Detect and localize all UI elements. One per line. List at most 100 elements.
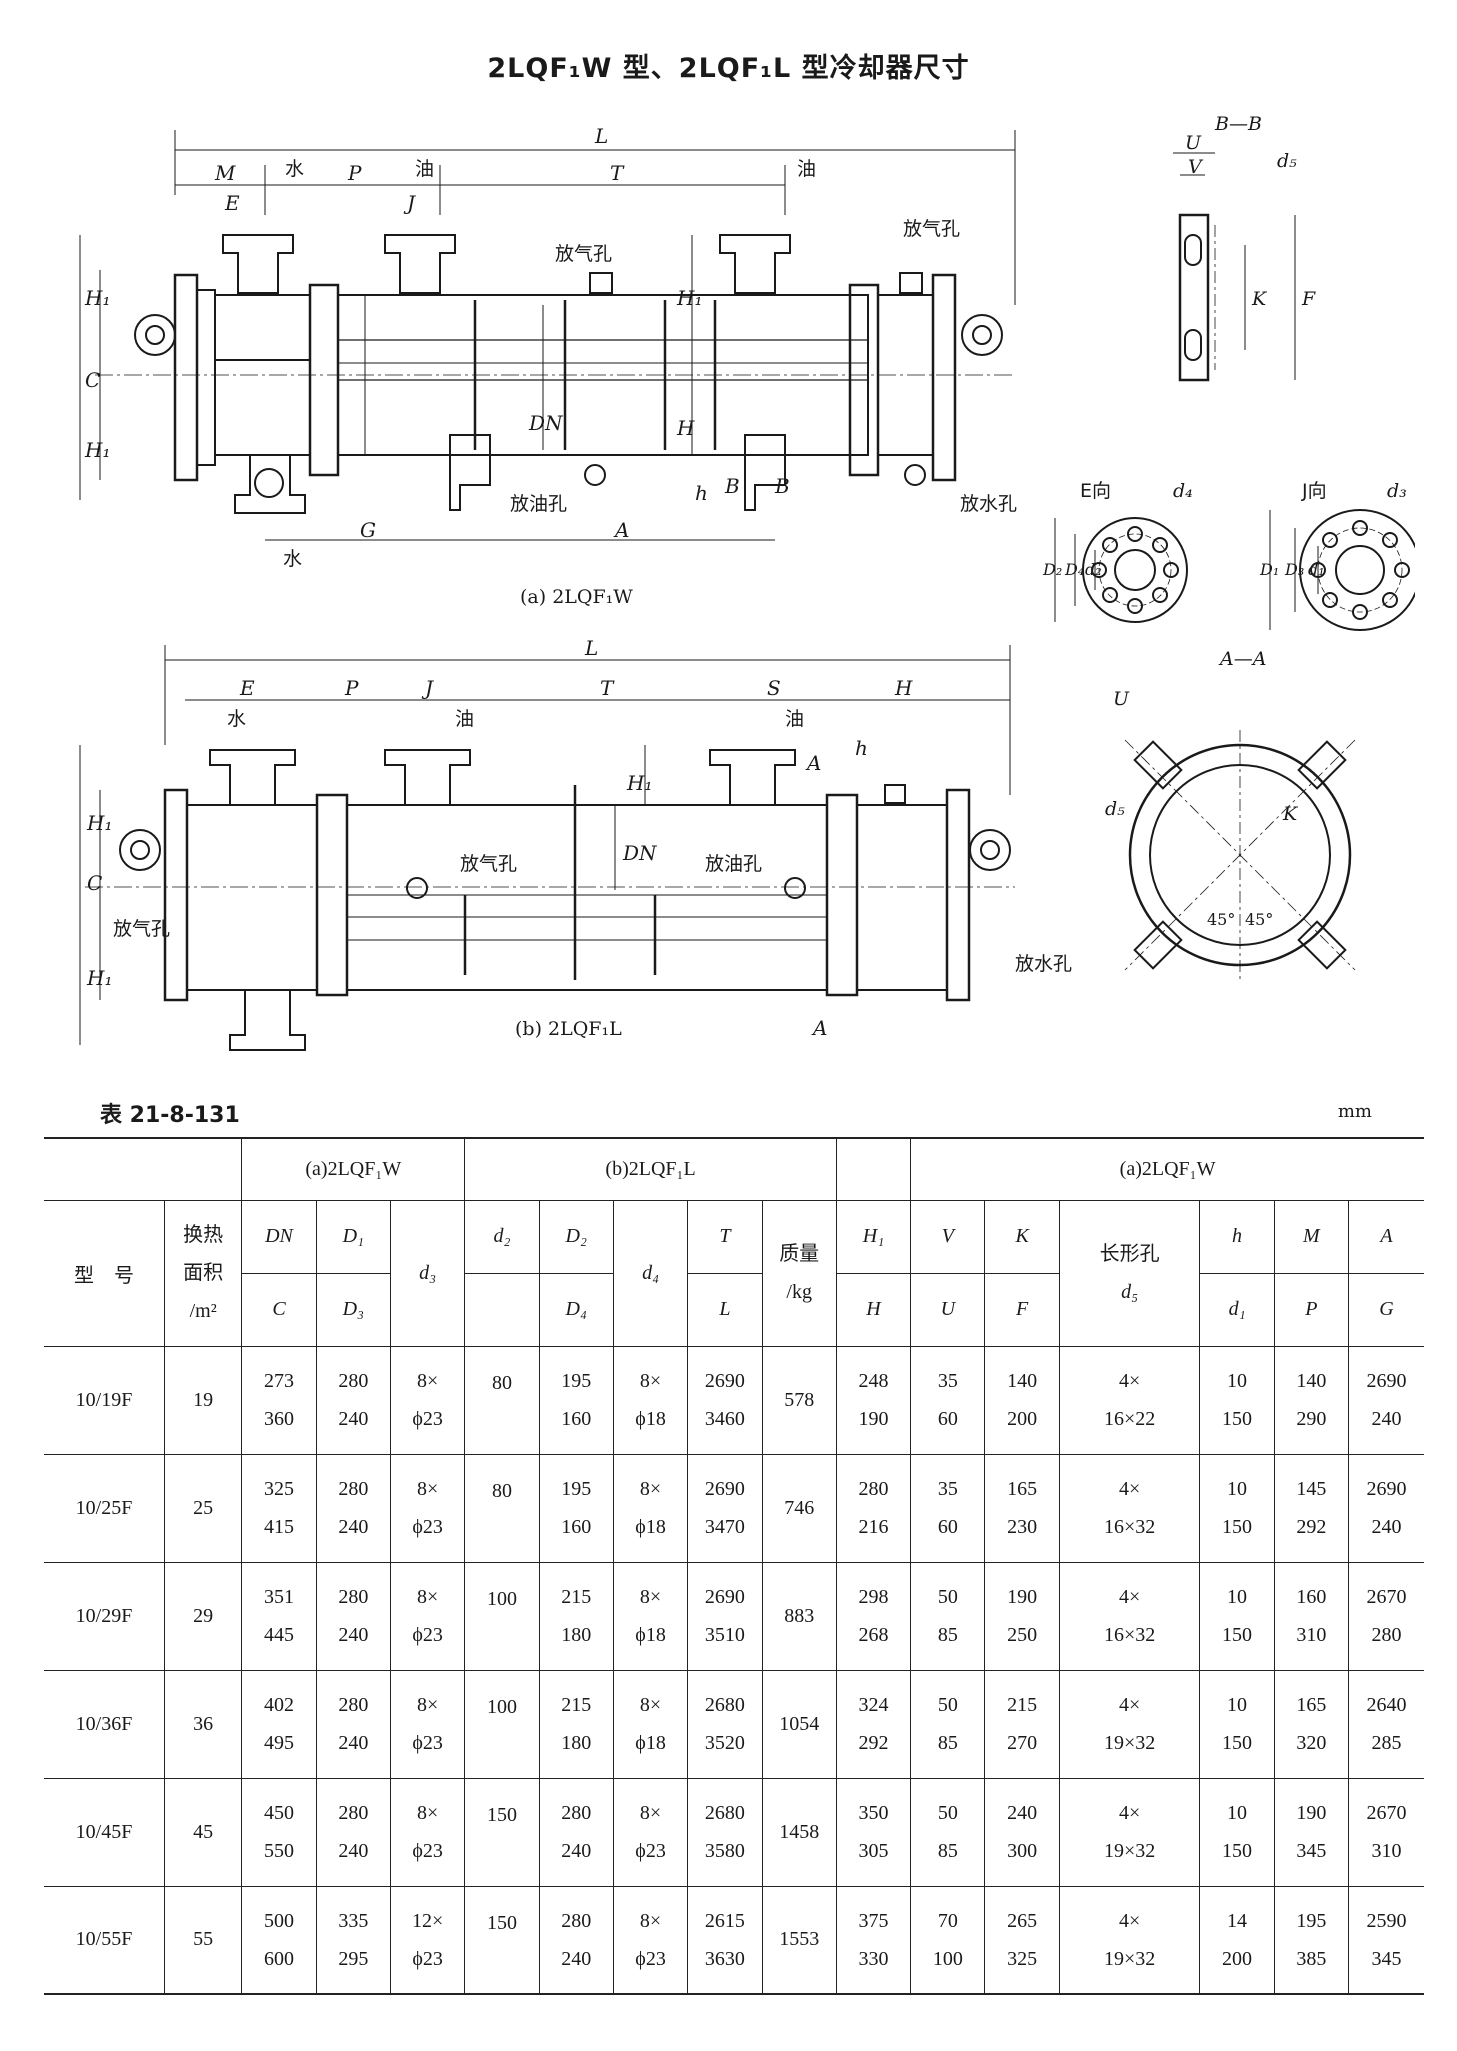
header-V: V <box>910 1199 986 1274</box>
header-h: h <box>1199 1199 1275 1274</box>
cell-model: 10/55F <box>44 1885 166 1995</box>
dim-V-bb: V <box>1188 156 1204 178</box>
label-water-drain-b: 放水孔 <box>1015 953 1072 975</box>
cell-mass: 578 <box>761 1345 837 1455</box>
header-U: U <box>910 1272 986 1347</box>
cell-d2: 150 <box>464 1885 540 1995</box>
view-b-main <box>79 645 1015 1051</box>
header-L: L <box>687 1272 763 1347</box>
dim-H1-b-top: H₁ <box>86 811 112 835</box>
label-vent-a-1: 放气孔 <box>555 243 612 265</box>
header-D2: D₂ <box>538 1199 614 1274</box>
dim-C-a: C <box>85 368 100 392</box>
cell-mass: 1054 <box>761 1669 837 1779</box>
label-angle-2: 45° <box>1245 910 1273 929</box>
dim-d2-e: d₂ <box>1085 560 1102 579</box>
header-d3: d₃ <box>389 1199 466 1347</box>
header-d4: d₄ <box>612 1199 689 1347</box>
cell-d2: 150 <box>464 1777 540 1887</box>
label-oil-a-2: 油 <box>797 158 816 180</box>
cell-mass: 1553 <box>761 1885 837 1995</box>
cell-d2: 80 <box>464 1453 540 1563</box>
cell-area: 19 <box>164 1345 243 1455</box>
label-bb: B—B <box>1214 113 1262 135</box>
cell-d3a-d3b: 8×ϕ23 <box>389 1453 466 1563</box>
header-d2: d₂ <box>464 1199 540 1274</box>
view-a-main <box>79 130 1016 541</box>
dim-DN-a: DN <box>528 411 564 435</box>
dim-D1-j: D₁ <box>1259 560 1279 579</box>
cell-model: 10/25F <box>44 1453 166 1563</box>
header-H: H <box>835 1272 912 1347</box>
label-e-view: E向 <box>1080 480 1111 502</box>
cell-area: 55 <box>164 1885 243 1995</box>
header-D3: D₃ <box>315 1272 391 1347</box>
cell-d4a-d4b: 8×ϕ18 <box>612 1345 689 1455</box>
dim-h-b: h <box>855 736 868 760</box>
dim-P-b: P <box>344 676 359 700</box>
dim-D2-e: D₂ <box>1042 560 1062 579</box>
dim-J-b: J <box>421 676 434 700</box>
dim-U-bb: U <box>1185 132 1202 154</box>
dim-B-a1: B <box>724 474 740 498</box>
cooler-dimension-drawing: L M P T E J H₁ C H₁ DN H₁ H h B B G A 水 … <box>79 113 1415 1051</box>
dim-DN-b: DN <box>622 841 658 865</box>
table-id: 表 21-8-131 <box>100 1103 240 1128</box>
header-mass: 质量/kg <box>761 1199 837 1347</box>
cell-mass: 746 <box>761 1453 837 1563</box>
dim-E-a: E <box>224 191 240 215</box>
dim-h-a: h <box>695 481 708 505</box>
header-H1: H₁ <box>835 1199 912 1274</box>
cell-d2: 100 <box>464 1561 540 1671</box>
dim-d4-e: d₄ <box>1173 480 1193 502</box>
header-C: C <box>241 1272 317 1347</box>
header-area: 换热面积/m² <box>164 1199 243 1347</box>
label-aa: A—A <box>1218 648 1266 670</box>
label-oil-drain-a: 放油孔 <box>510 493 567 515</box>
label-oil-drain-b: 放油孔 <box>705 853 762 875</box>
cell-model: 10/29F <box>44 1561 166 1671</box>
cell-mass: 1458 <box>761 1777 837 1887</box>
label-vent-b-side: 放气孔 <box>113 918 170 940</box>
header-G: G <box>1348 1272 1424 1347</box>
label-angle-1: 45° <box>1207 910 1235 929</box>
section-bb <box>1173 152 1296 382</box>
cell-d5a-d5b: 4×16×32 <box>1058 1561 1201 1671</box>
header-D4: D₄ <box>538 1272 614 1347</box>
